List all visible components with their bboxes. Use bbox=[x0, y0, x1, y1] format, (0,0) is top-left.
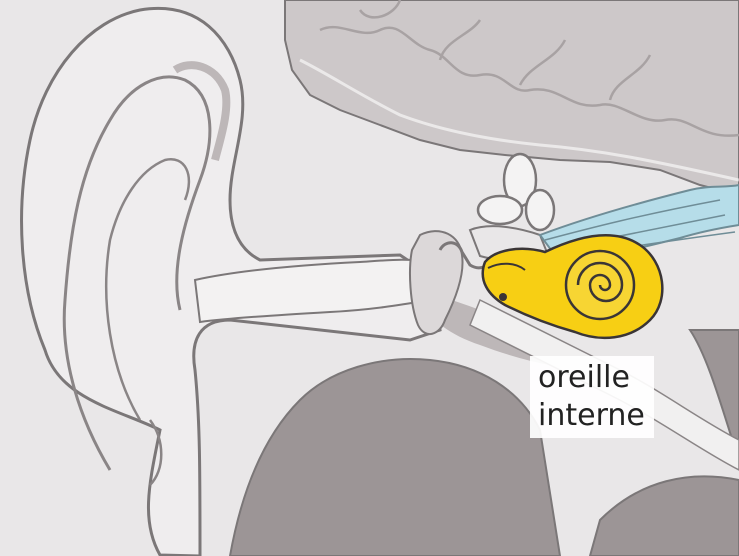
cochlea-spiral bbox=[566, 251, 634, 319]
round-window bbox=[499, 293, 507, 301]
label-interne: interne bbox=[538, 398, 668, 434]
label-oreille: oreille bbox=[538, 360, 668, 396]
